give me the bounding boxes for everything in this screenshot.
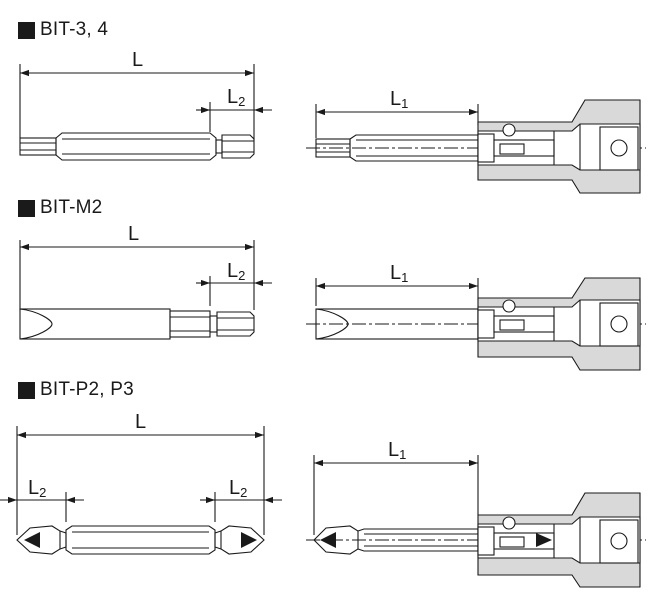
section-heading-bit-p2-p3: BIT-P2, P3 bbox=[18, 378, 134, 402]
dim-label-L: L bbox=[132, 49, 143, 71]
dim-label-L1: L1 bbox=[388, 439, 406, 462]
dim-label-L1: L1 bbox=[390, 262, 408, 285]
dim-label-L2-left: L2 bbox=[28, 477, 46, 500]
section-heading-bit-3-4: BIT-3, 4 bbox=[18, 18, 108, 42]
section-heading-bit-m2: BIT-M2 bbox=[18, 196, 102, 220]
dim-label-L2: L2 bbox=[227, 260, 245, 283]
bit-p2-p3-holder-assembly bbox=[306, 455, 646, 588]
section-title: BIT-M2 bbox=[40, 197, 103, 218]
section-title: BIT-P2, P3 bbox=[40, 379, 134, 400]
bit-p2-p3-side-view bbox=[0, 426, 282, 555]
bit-3-4-side-view bbox=[19, 64, 272, 161]
bit-m2-side-view bbox=[19, 240, 272, 340]
bit-m2-holder-assembly bbox=[306, 277, 646, 371]
section-title: BIT-3, 4 bbox=[40, 19, 109, 40]
dim-label-L2-right: L2 bbox=[229, 477, 247, 500]
dim-label-L: L bbox=[135, 411, 146, 433]
bit-3-4-holder-assembly bbox=[306, 99, 646, 194]
black-square-bullet bbox=[18, 381, 35, 399]
dim-label-L1: L1 bbox=[390, 88, 408, 111]
dim-label-L: L bbox=[128, 223, 139, 245]
black-square-bullet bbox=[18, 21, 35, 39]
dim-label-L2: L2 bbox=[227, 86, 245, 109]
black-square-bullet bbox=[18, 199, 35, 217]
